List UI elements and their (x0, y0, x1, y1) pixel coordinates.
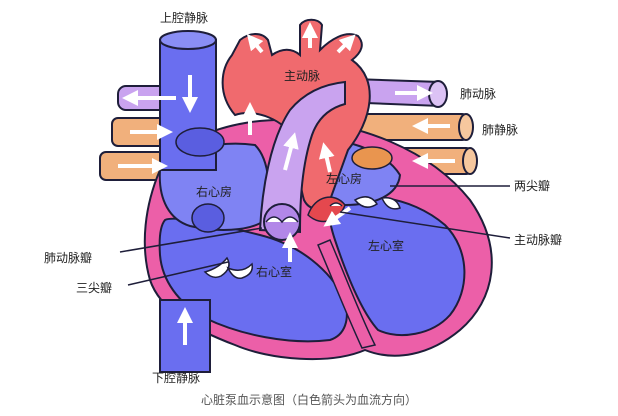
label-right-ventricle: 右心室 (256, 264, 292, 279)
label-mitral-valve: 两尖瓣 (514, 179, 550, 193)
arrow-aorta-left (246, 33, 264, 54)
label-tricuspid-valve: 三尖瓣 (76, 281, 112, 295)
label-pulmonary-valve: 肺动脉瓣 (44, 250, 92, 265)
septum (317, 239, 377, 349)
pulmonary-valve (263, 203, 301, 241)
label-pulmonary-artery: 肺动脉 (460, 86, 496, 101)
label-aortic-valve: 主动脉瓣 (514, 232, 562, 247)
left-ventricle-chamber (328, 195, 466, 336)
figure-caption: 心脏泵血示意图（白色箭头为血流方向） (201, 392, 417, 407)
label-aorta: 主动脉 (284, 68, 320, 83)
label-pulmonary-vein: 肺静脉 (482, 122, 518, 137)
flow-arrows (118, 22, 455, 345)
label-right-atrium: 右心房 (196, 184, 232, 199)
label-superior-vena-cava: 上腔静脉 (160, 10, 208, 25)
pulmonary-artery (258, 80, 346, 234)
mitral-valve-leaflets (353, 196, 401, 210)
pulmonary-vein-opening (351, 146, 393, 170)
arrow-lv-aorta (318, 142, 335, 173)
leader-lines (119, 185, 511, 286)
arrow-aorta-right (336, 34, 356, 54)
coronary-sinus-opening (191, 203, 225, 233)
label-inferior-vena-cava: 下腔静脉 (152, 370, 200, 385)
label-left-atrium: 左心房 (326, 171, 362, 186)
arrow-pulm-trunk (283, 132, 299, 171)
arrow-la-lv (323, 206, 352, 227)
label-left-ventricle: 左心室 (368, 238, 404, 253)
